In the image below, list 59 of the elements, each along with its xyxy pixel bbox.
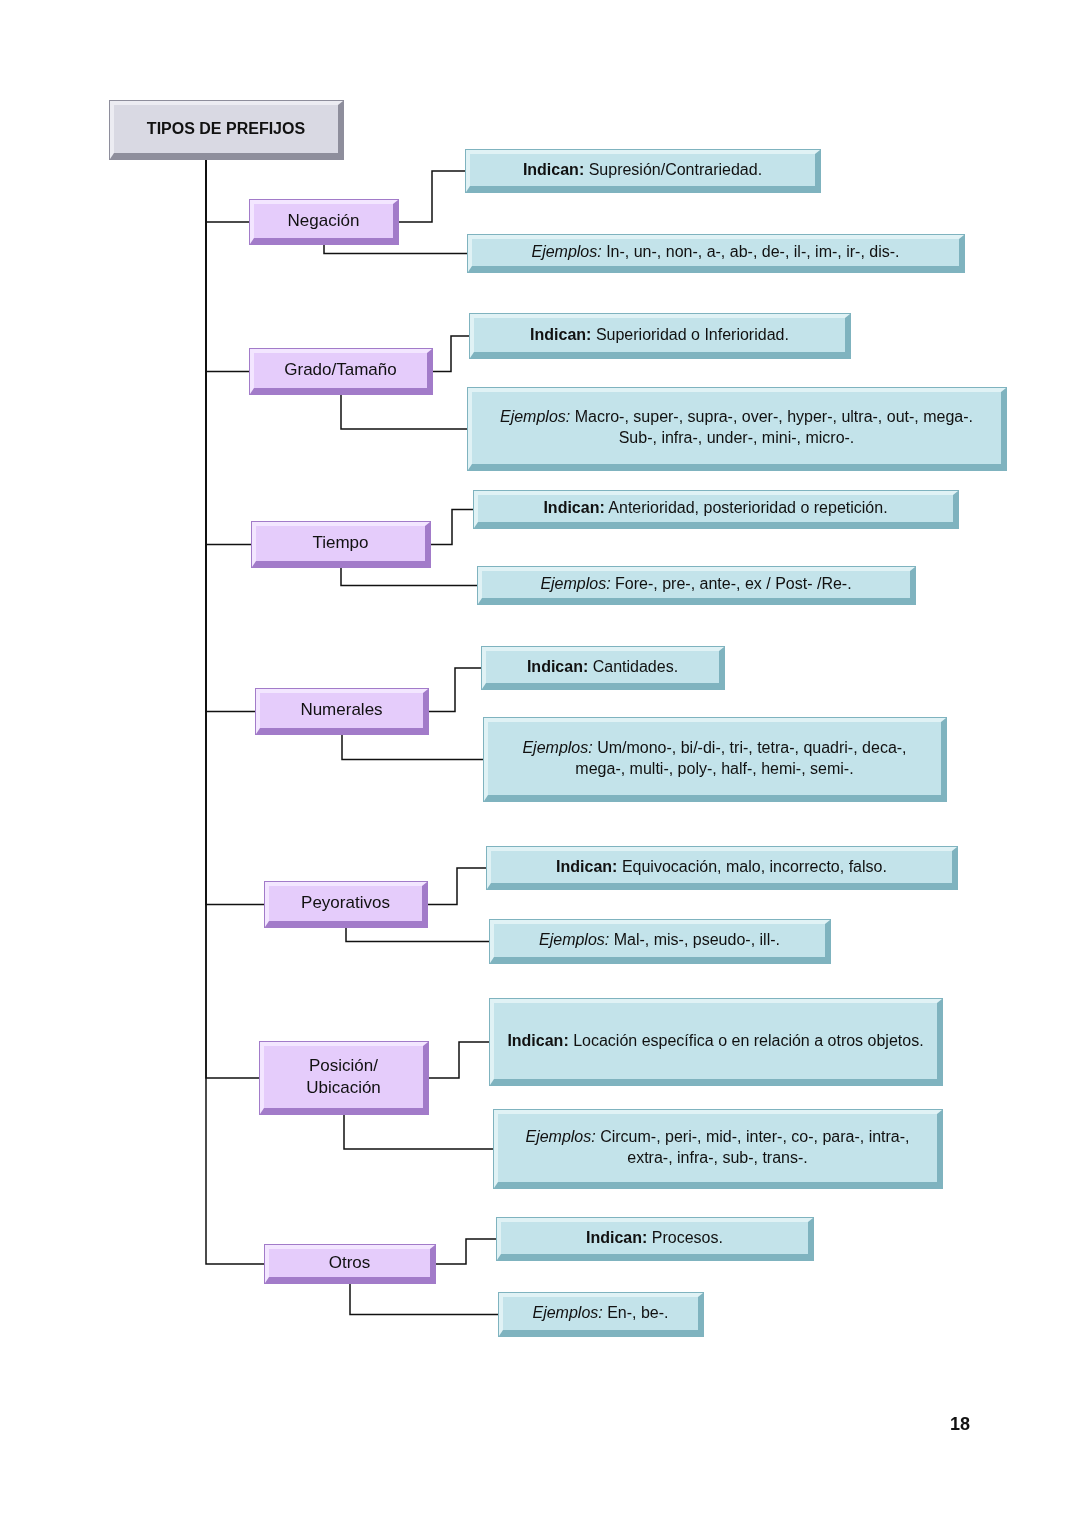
- info-box: [487, 847, 957, 889]
- info-box: [468, 235, 964, 272]
- connector-line: [427, 667, 483, 713]
- node-text: Posición/ Ubicación: [305, 1054, 382, 1099]
- node-text: Otros: [328, 1251, 371, 1274]
- connector-line: [426, 867, 488, 906]
- connector-line: [431, 335, 471, 373]
- node-text: Peyorativos: [301, 892, 390, 915]
- node-text: Numerales: [300, 699, 383, 722]
- node-text: Indican: Equivocación, malo, incorrecto, falso.: [556, 856, 887, 877]
- connector-line: [341, 733, 485, 761]
- connector-line: [343, 1113, 495, 1150]
- info-box: [478, 567, 915, 604]
- node-text: TIPOS DE PREFIJOS: [146, 118, 306, 139]
- node-text: Tiempo: [312, 532, 369, 555]
- node-text: Ejemplos: En-, be-.: [532, 1303, 669, 1324]
- info-box: [497, 1218, 813, 1260]
- info-box: [474, 491, 958, 528]
- node-text: Indican: Locación específica o en relación a otros objetos.: [507, 1030, 924, 1051]
- connector-line: [345, 926, 491, 943]
- category-box: [265, 882, 427, 927]
- info-box: [468, 388, 1006, 470]
- connector-line: [434, 1238, 498, 1265]
- info-box: [490, 920, 830, 963]
- info-box: [484, 718, 946, 801]
- node-text: Indican: Cantidades.: [526, 656, 679, 677]
- info-box: [470, 314, 850, 358]
- node-text: Negación: [287, 209, 360, 232]
- connector-line: [349, 1282, 500, 1316]
- info-box: [490, 999, 942, 1085]
- node-text: Ejemplos: Mal-, mis-, pseudo-, ill-.: [539, 930, 780, 951]
- connector-line: [427, 1041, 491, 1079]
- category-box: [256, 689, 428, 734]
- node-text: Indican: Procesos.: [586, 1227, 723, 1248]
- title-box: [110, 101, 343, 159]
- node-text: Ejemplos: In-, un-, non-, a-, ab-, de-, il-, im-, ir-, dis-.: [531, 242, 900, 263]
- node-text: Indican: Supresión/Contrariedad.: [522, 159, 763, 180]
- node-text: Ejemplos: Circum-, peri-, mid-, inter-, co-, para-, intra-, extra-, infra-, sub-, trans-.: [524, 1127, 911, 1168]
- category-box: [260, 1042, 428, 1114]
- node-text: Ejemplos: Fore-, pre-, ante-, ex / Post- /Re-.: [540, 574, 852, 595]
- page-number: 18: [950, 1414, 971, 1435]
- category-box: [252, 522, 430, 567]
- info-box: [482, 647, 724, 689]
- connector-line: [340, 566, 479, 587]
- node-text: Indican: Anterioridad, posterioridad o repetición.: [543, 498, 888, 519]
- node-text: Indican: Superioridad o Inferioridad.: [530, 324, 789, 345]
- node-text: Ejemplos: Um/mono-, bi/-di-, tri-, tetra-, quadri-, deca-, mega-, multi-, poly-, half-, hemi-, semi-.: [521, 737, 908, 779]
- info-box: [499, 1293, 703, 1336]
- category-box: [265, 1245, 435, 1283]
- category-box: [250, 349, 432, 394]
- node-text: Ejemplos: Macro-, super-, supra-, over-, hyper-, ultra-, out-, mega-. Sub-, infra-, under-, mini-, micro-.: [498, 407, 974, 448]
- connector-line: [340, 393, 469, 430]
- info-box: [494, 1110, 942, 1188]
- connector-line: [397, 170, 467, 223]
- info-box: [466, 150, 820, 192]
- category-box: [250, 200, 398, 244]
- connector-line: [429, 508, 475, 546]
- connector-line: [323, 243, 469, 255]
- node-text: Grado/Tamaño: [284, 359, 397, 382]
